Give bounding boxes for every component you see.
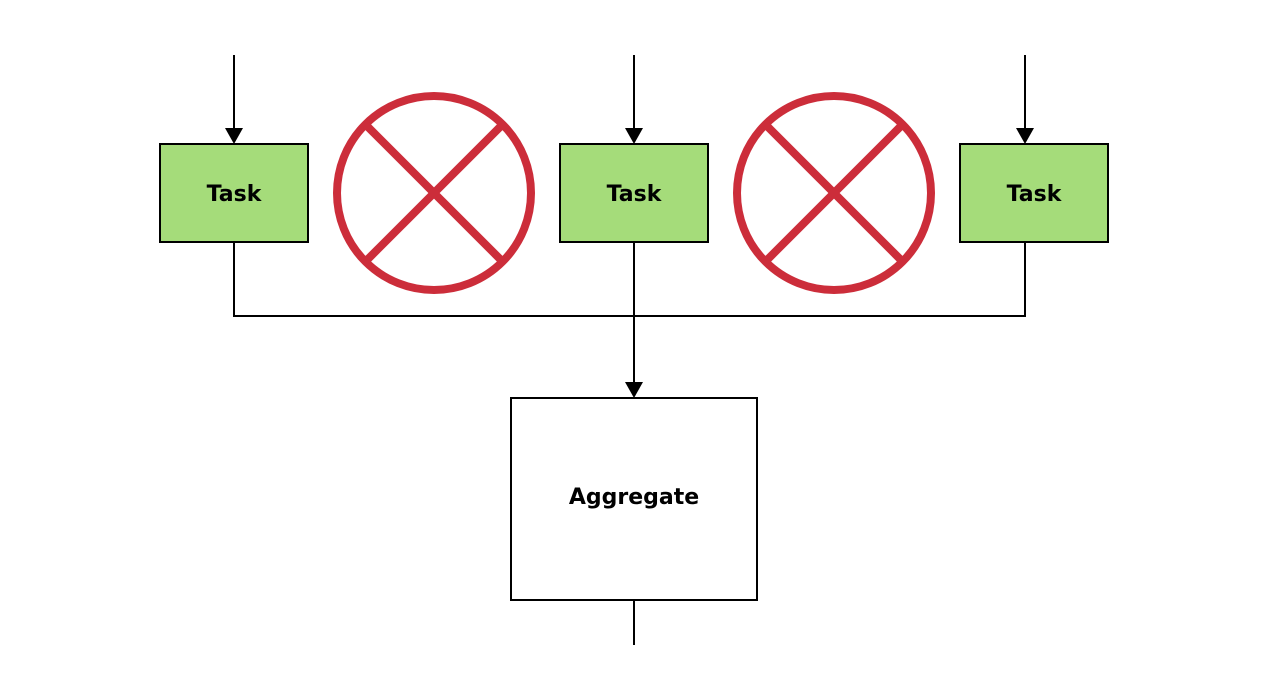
incoming-arrow-2 <box>625 55 643 144</box>
task-node-1: Task <box>159 143 309 243</box>
task-label-2: Task <box>607 182 663 207</box>
task-label-3: Task <box>1007 182 1063 207</box>
aggregate-label: Aggregate <box>569 485 699 510</box>
blocked-x-circle-icon <box>733 92 935 294</box>
merge-connector <box>233 242 1026 317</box>
task-label-1: Task <box>207 182 263 207</box>
incoming-arrow-1 <box>225 55 243 144</box>
aggregate-node: Aggregate <box>510 397 758 601</box>
incoming-arrow-3 <box>1016 55 1034 144</box>
task-node-3: Task <box>959 143 1109 243</box>
aggregate-input-arrow <box>625 316 643 398</box>
blocked-x-circle-icon <box>333 92 535 294</box>
task-node-2: Task <box>559 143 709 243</box>
